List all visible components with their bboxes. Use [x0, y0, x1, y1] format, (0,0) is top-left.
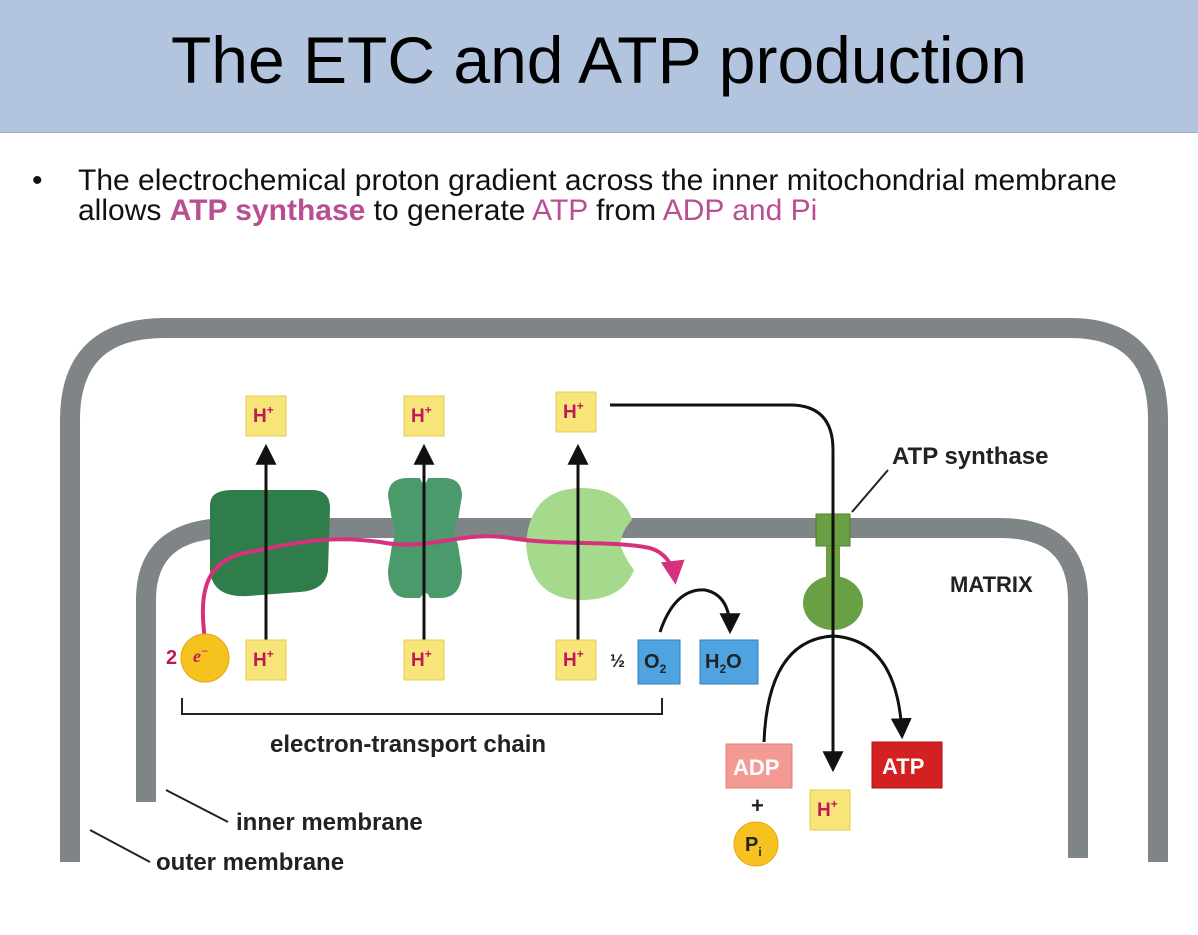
svg-text:O2: O2: [644, 651, 667, 676]
phosphate-label: Pi: [745, 834, 762, 859]
electron-count: 2: [166, 647, 177, 669]
proton-return-arrow: [610, 403, 844, 773]
svg-text:H2O: H2O: [705, 651, 742, 676]
svg-text:ATP: ATP: [882, 754, 924, 779]
outer-membrane-label: outer membrane: [156, 849, 344, 876]
svg-text:H+: H+: [563, 647, 584, 671]
slide-title: The ETC and ATP production: [170, 23, 1028, 97]
svg-text:H+: H+: [411, 403, 432, 427]
adp-to-atp-arrow: [762, 634, 912, 743]
etc-bracket: [181, 698, 663, 715]
outer-membrane-pointer: [89, 829, 151, 863]
atp-synthase-highlight: ATP synthase: [169, 194, 366, 227]
atp-synthase-label: ATP synthase: [892, 443, 1049, 470]
title-bar: The ETC and ATP production: [0, 0, 1198, 133]
proton-box-bottom-3: H+: [555, 639, 597, 681]
bullet-text-part3: from: [587, 194, 663, 227]
inner-membrane-pointer: [165, 789, 229, 823]
svg-text:H+: H+: [563, 399, 584, 423]
bullet-marker: •: [32, 164, 43, 197]
svg-text:ADP: ADP: [733, 755, 779, 780]
svg-text:H+: H+: [411, 647, 432, 671]
proton-box-top-3: H+: [555, 391, 597, 433]
adp-pi-highlight: ADP and Pi: [662, 194, 818, 227]
half-label: ½: [610, 651, 625, 671]
matrix-label: MATRIX: [950, 572, 1033, 597]
proton-box-top-1: H+: [245, 395, 287, 437]
atp-synthase-pointer: [851, 469, 889, 513]
phosphate-icon: [733, 821, 779, 867]
electron-icon: [180, 633, 230, 683]
inner-membrane-label: inner membrane: [236, 809, 423, 836]
proton-box-top-2: H+: [403, 395, 445, 437]
svg-text:H+: H+: [253, 403, 274, 427]
oxygen-box: O2: [637, 639, 681, 685]
atp-highlight: ATP: [532, 194, 588, 227]
svg-text:H+: H+: [253, 647, 274, 671]
outer-membrane: [60, 318, 1168, 862]
proton-box-bottom-2: H+: [403, 639, 445, 681]
complex-one: [210, 490, 330, 597]
etc-label: electron-transport chain: [270, 731, 546, 758]
bullet-text-part1: The electrochemical proton gradient acro…: [78, 164, 1117, 227]
water-box: H2O: [699, 639, 759, 685]
proton-box-matrix: H+: [809, 789, 851, 831]
atp-box: ATP: [871, 741, 943, 789]
plus-sign: +: [751, 793, 764, 818]
bullet-text-part2: to generate: [365, 194, 533, 227]
adp-box: ADP: [725, 743, 793, 789]
proton-box-bottom-1: H+: [245, 639, 287, 681]
bullet-text: The electrochemical proton gradient acro…: [78, 166, 1178, 226]
oxygen-to-water-arrow: [658, 588, 741, 635]
electron-label: e−: [193, 644, 208, 666]
svg-text:H+: H+: [817, 797, 838, 821]
